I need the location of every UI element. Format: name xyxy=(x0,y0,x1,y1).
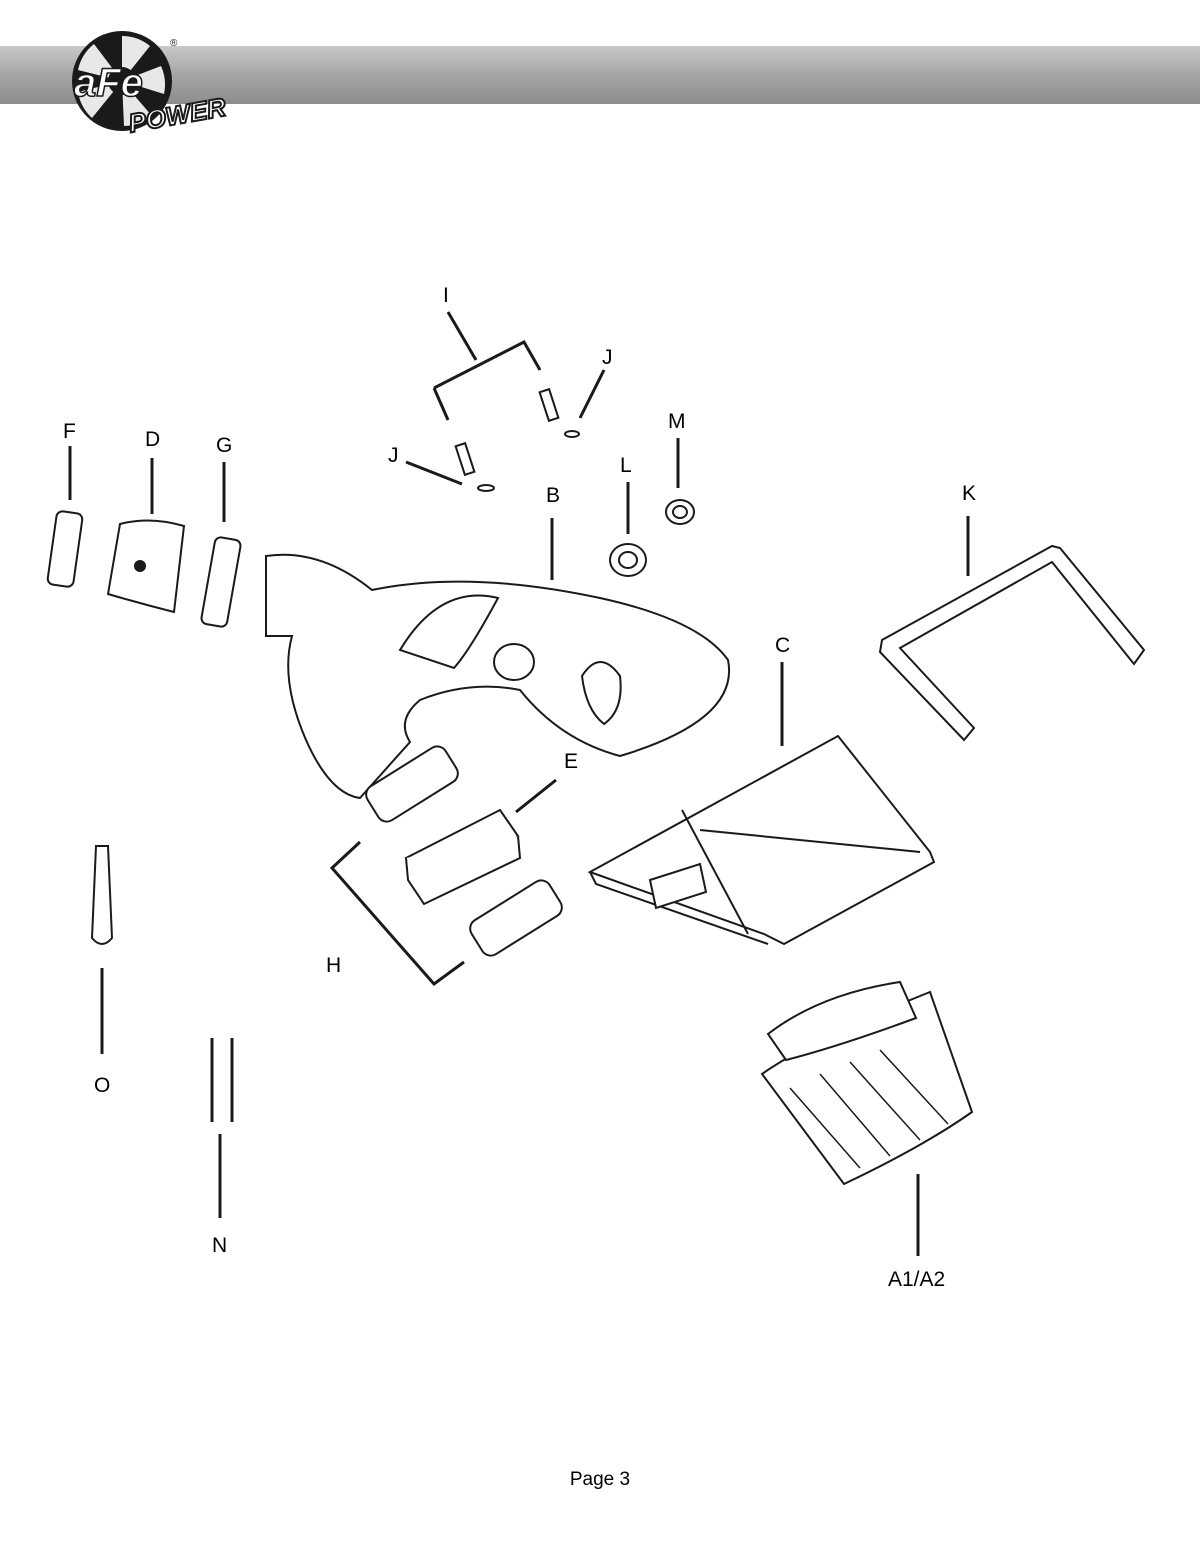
label-K: K xyxy=(962,482,976,505)
header-bar xyxy=(0,46,1200,104)
afe-power-logo: aFe POWER ® xyxy=(72,31,229,136)
label-M: M xyxy=(668,410,686,433)
label-I: I xyxy=(443,284,449,307)
label-J-left: J xyxy=(388,444,399,467)
label-E: E xyxy=(564,750,578,773)
clamp-F xyxy=(46,510,84,588)
label-N: N xyxy=(212,1234,227,1257)
label-J-right: J xyxy=(602,346,613,369)
ring-upper-H xyxy=(365,745,459,823)
label-C: C xyxy=(775,634,790,657)
label-G: G xyxy=(216,434,232,457)
airbox-C xyxy=(587,734,936,946)
leader-J-right xyxy=(578,369,606,419)
clamp-G xyxy=(200,536,242,628)
label-O: O xyxy=(94,1074,110,1097)
label-A: A1/A2 xyxy=(888,1268,945,1291)
intake-tube-B xyxy=(265,553,731,800)
leader-E xyxy=(515,778,557,814)
page-number: Page 3 xyxy=(569,1469,631,1490)
bracket-K xyxy=(878,544,1146,742)
logo-registered-mark: ® xyxy=(170,38,178,49)
label-L: L xyxy=(620,454,632,477)
leader-I xyxy=(432,311,542,421)
screw-left xyxy=(454,441,476,477)
coupler-D xyxy=(106,519,186,614)
leader-N xyxy=(210,1038,234,1218)
washer-left xyxy=(477,484,495,492)
label-B: B xyxy=(546,484,560,507)
label-D: D xyxy=(145,428,160,451)
screw-right xyxy=(538,387,560,423)
label-F: F xyxy=(63,420,76,443)
leader-J-left xyxy=(405,460,463,486)
logo-text-top: aFe xyxy=(74,61,143,105)
washer-right xyxy=(564,430,580,438)
ring-lower-H xyxy=(469,879,563,957)
label-H: H xyxy=(326,954,341,977)
tool-O xyxy=(90,845,114,945)
